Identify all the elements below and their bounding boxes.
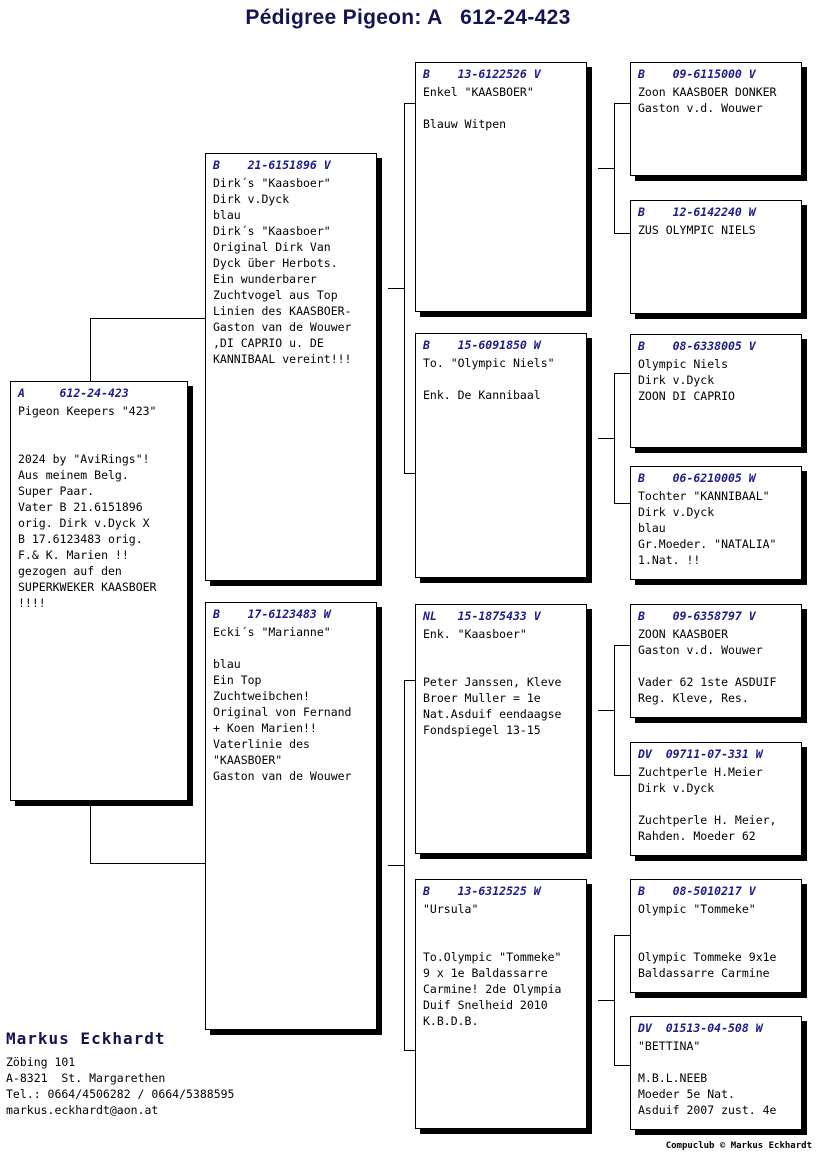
breeder-email[interactable]: markus.eckhardt@aon.at: [6, 1103, 159, 1117]
breeder-address-line-2: A-8321 St. Margarethen: [6, 1071, 166, 1085]
connector-mm-vertical: [614, 935, 615, 1065]
connector-father-stub: [388, 288, 404, 289]
connector-ff-vertical: [614, 103, 615, 233]
connector-mf-to-mfm: [614, 775, 630, 776]
description-mmm: "BETTINA" M.B.L.NEEB Moeder 5e Nat. Asdu…: [638, 1039, 777, 1117]
pedigree-box-mother-father[interactable]: NL 15-1875433 V Enk. "Kaasboer" Peter Ja…: [415, 604, 587, 854]
pedigree-box-mother-mother[interactable]: B 13-6312525 W "Ursula" To.Olympic "Tomm…: [415, 879, 587, 1129]
ring-number-subject: A 612-24-423: [18, 386, 129, 400]
description-ffm: ZUS OLYMPIC NIELS: [638, 223, 756, 237]
page-title: Pédigree Pigeon: A 612-24-423: [245, 6, 571, 29]
connector-mf-to-mff: [614, 645, 630, 646]
ring-number-ffm: B 12-6142240 W: [638, 205, 756, 219]
description-mmf: Olympic "Tommeke" Olympic Tommeke 9x1e B…: [638, 902, 777, 980]
connector-father-to-ff: [404, 103, 415, 104]
connector-subject-to-mother: [90, 863, 205, 864]
pedigree-box-father-mother-father[interactable]: B 08-6338005 V Olympic Niels Dirk v.Dyck…: [630, 334, 802, 448]
pedigree-box-mother[interactable]: B 17-6123483 W Ecki´s "Marianne" blau Ei…: [205, 602, 377, 1030]
pedigree-box-mother-father-mother[interactable]: DV 09711-07-331 W Zuchtperle H.Meier Dir…: [630, 742, 802, 856]
description-mfm: Zuchtperle H.Meier Dirk v.Dyck Zuchtperl…: [638, 765, 777, 843]
connector-mother-vertical: [404, 680, 405, 1050]
ring-number-mff: B 09-6358797 V: [638, 609, 756, 623]
description-mother-father: Enk. "Kaasboer" Peter Janssen, Kleve Bro…: [423, 627, 562, 737]
description-father-father: Enkel "KAASBOER" Blauw Witpen: [423, 85, 534, 131]
connector-fm-to-fmf: [614, 373, 630, 374]
pedigree-box-father-father-father[interactable]: B 09-6115000 V Zoon KAASBOER DONKER Gast…: [630, 62, 802, 176]
pedigree-box-mother-mother-father[interactable]: B 08-5010217 V Olympic "Tommeke" Olympic…: [630, 879, 802, 993]
pedigree-box-father-mother[interactable]: B 15-6091850 W To. "Olympic Niels" Enk. …: [415, 333, 587, 578]
software-credit: Compuclub © Markus Eckhardt: [665, 1141, 812, 1151]
breeder-phone: Tel.: 0664/4506282 / 0664/5388595: [6, 1087, 235, 1101]
connector-mf-stub: [598, 710, 614, 711]
description-mother-mother: "Ursula" To.Olympic "Tommeke" 9 x 1e Bal…: [423, 902, 562, 1028]
connector-mf-vertical: [614, 645, 615, 775]
connector-father-to-fm: [404, 473, 415, 474]
ring-number-mfm: DV 09711-07-331 W: [638, 747, 763, 761]
ring-number-mother-mother: B 13-6312525 W: [423, 884, 541, 898]
connector-fm-vertical: [614, 373, 615, 503]
pedigree-box-father-father-mother[interactable]: B 12-6142240 W ZUS OLYMPIC NIELS: [630, 200, 802, 314]
connector-mother-stub: [388, 865, 404, 866]
pedigree-box-mother-father-father[interactable]: B 09-6358797 V ZOON KAASBOER Gaston v.d.…: [630, 604, 802, 718]
ring-number-mother-father: NL 15-1875433 V: [423, 609, 541, 623]
description-fff: Zoon KAASBOER DONKER Gaston v.d. Wouwer: [638, 85, 777, 115]
description-mother: Ecki´s "Marianne" blau Ein Top Zuchtweib…: [213, 625, 352, 783]
breeder-name: Markus Eckhardt: [6, 1029, 166, 1048]
connector-subject-to-father: [90, 318, 205, 319]
pedigree-box-mother-mother-mother[interactable]: DV 01513-04-508 W "BETTINA" M.B.L.NEEB M…: [630, 1016, 802, 1130]
ring-number-father-father: B 13-6122526 V: [423, 67, 541, 81]
connector-fm-to-fmm: [614, 503, 630, 504]
pedigree-box-subject[interactable]: A 612-24-423 Pigeon Keepers "423" 2024 b…: [10, 381, 188, 801]
connector-ff-to-ffm: [614, 233, 630, 234]
pedigree-box-father[interactable]: B 21-6151896 V Dirk´s "Kaasboer" Dirk v.…: [205, 153, 377, 581]
breeder-address-line-1: Zöbing 101: [6, 1055, 76, 1069]
connector-ff-to-fff: [614, 103, 630, 104]
ring-number-mmm: DV 01513-04-508 W: [638, 1021, 763, 1035]
connector-mm-to-mmm: [614, 1065, 630, 1066]
ring-number-father: B 21-6151896 V: [213, 158, 331, 172]
ring-number-fmm: B 06-6210005 W: [638, 471, 756, 485]
connector-mm-to-mmf: [614, 935, 630, 936]
ring-number-fff: B 09-6115000 V: [638, 67, 756, 81]
connector-mother-to-mm: [404, 1050, 415, 1051]
connector-father-vertical: [404, 103, 405, 473]
description-fmm: Tochter "KANNIBAAL" Dirk v.Dyck blau Gr.…: [638, 489, 777, 567]
description-father: Dirk´s "Kaasboer" Dirk v.Dyck blau Dirk´…: [213, 176, 352, 366]
connector-mm-stub: [598, 1000, 614, 1001]
ring-number-father-mother: B 15-6091850 W: [423, 338, 541, 352]
description-fmf: Olympic Niels Dirk v.Dyck ZOON DI CAPRIO: [638, 357, 735, 403]
pedigree-box-father-mother-mother[interactable]: B 06-6210005 W Tochter "KANNIBAAL" Dirk …: [630, 466, 802, 580]
connector-mother-to-mf: [404, 680, 415, 681]
description-subject: Pigeon Keepers "423" 2024 by "AviRings"!…: [18, 404, 157, 610]
ring-number-mmf: B 08-5010217 V: [638, 884, 756, 898]
ring-number-mother: B 17-6123483 W: [213, 607, 331, 621]
ring-number-fmf: B 08-6338005 V: [638, 339, 756, 353]
connector-ff-stub: [598, 168, 614, 169]
connector-fm-stub: [598, 438, 614, 439]
breeder-contact-block: Markus Eckhardt Zöbing 101 A-8321 St. Ma…: [6, 1030, 346, 1118]
pedigree-box-father-father[interactable]: B 13-6122526 V Enkel "KAASBOER" Blauw Wi…: [415, 62, 587, 312]
description-father-mother: To. "Olympic Niels" Enk. De Kannibaal: [423, 356, 555, 402]
description-mff: ZOON KAASBOER Gaston v.d. Wouwer Vader 6…: [638, 627, 777, 705]
